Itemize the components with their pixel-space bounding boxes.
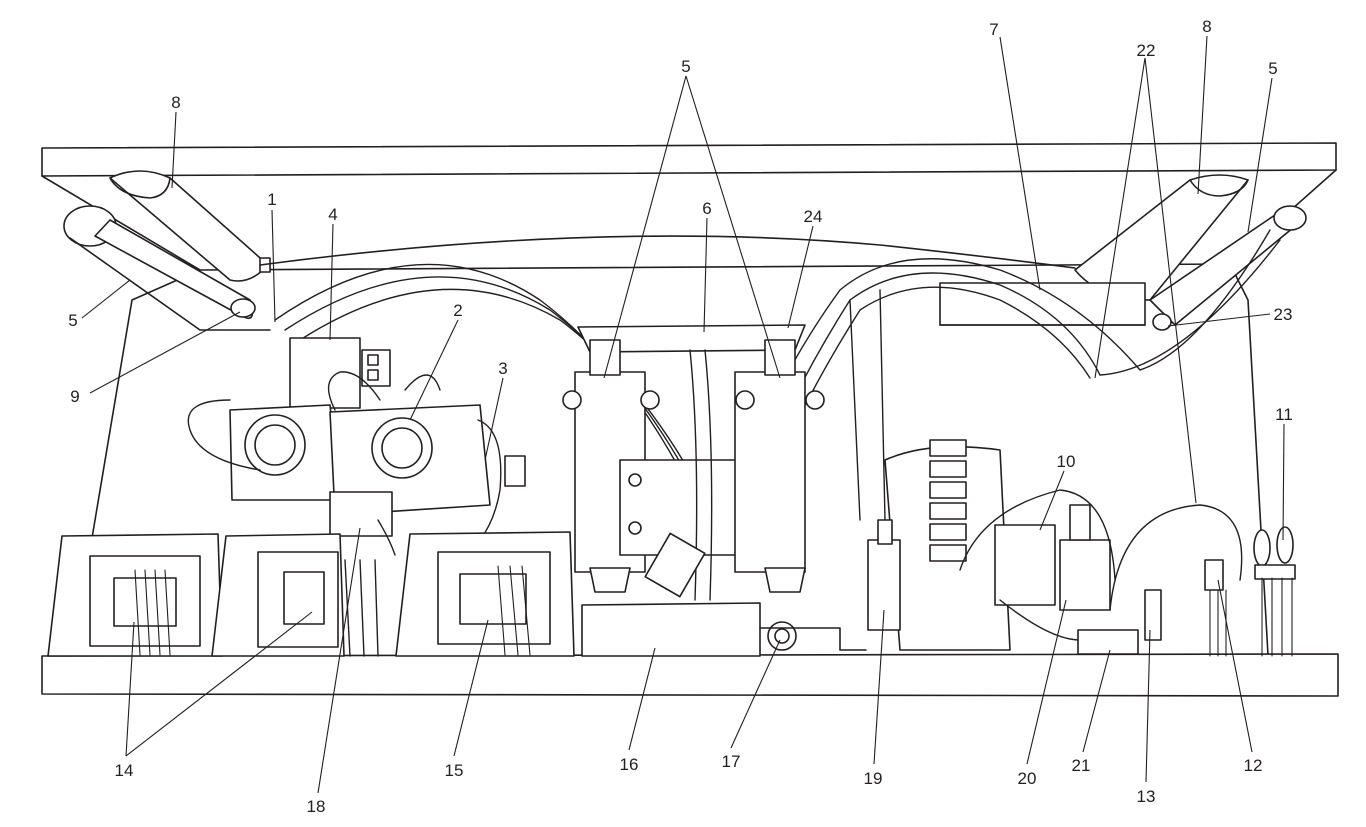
callout-24: 24 xyxy=(804,207,823,226)
callout-12: 12 xyxy=(1244,756,1263,775)
callout-18: 18 xyxy=(307,797,326,816)
callout-15: 15 xyxy=(445,761,464,780)
callout-7: 7 xyxy=(989,20,998,39)
leader-lines xyxy=(81,35,1285,794)
callout-23: 23 xyxy=(1274,305,1293,324)
callout-16: 16 xyxy=(620,755,639,774)
callout-5-top-center: 5 xyxy=(681,57,690,76)
upper-left-lamp xyxy=(63,170,271,331)
callout-1: 1 xyxy=(267,190,276,209)
callout-5-left: 5 xyxy=(68,311,77,330)
callout-19: 19 xyxy=(864,769,883,788)
callout-9: 9 xyxy=(70,387,79,406)
callout-13: 13 xyxy=(1137,787,1156,806)
callout-20: 20 xyxy=(1018,769,1037,788)
callout-17: 17 xyxy=(722,752,741,771)
callout-3: 3 xyxy=(498,359,507,378)
callout-22: 22 xyxy=(1137,41,1156,60)
callout-6: 6 xyxy=(702,199,711,218)
upper-right-lamp xyxy=(259,174,1307,331)
callout-21: 21 xyxy=(1072,756,1091,775)
callout-5-right: 5 xyxy=(1268,59,1277,78)
callout-10: 10 xyxy=(1057,452,1076,471)
callout-2: 2 xyxy=(453,301,462,320)
callout-4: 4 xyxy=(328,205,337,224)
cabinet-frame xyxy=(41,142,1339,697)
center-unit xyxy=(562,324,867,657)
callout-labels: 1 2 3 4 5 5 5 6 7 8 8 9 10 11 12 13 14 1… xyxy=(68,17,1293,816)
socket-cluster xyxy=(187,337,526,561)
transformers xyxy=(47,531,575,657)
callout-14: 14 xyxy=(115,761,134,780)
right-cluster xyxy=(867,439,1296,657)
callout-11: 11 xyxy=(1275,405,1293,424)
callout-8-right: 8 xyxy=(1202,17,1211,36)
callout-8-left: 8 xyxy=(171,93,180,112)
